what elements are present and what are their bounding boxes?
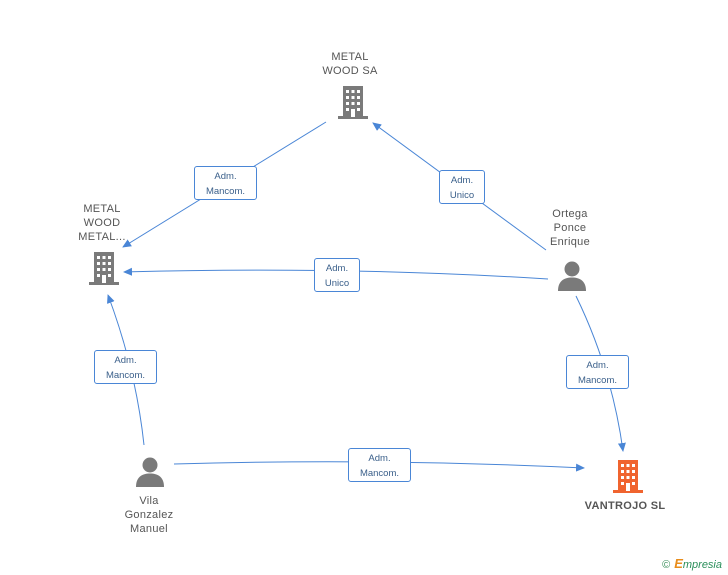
brand-logo: Empresia	[674, 556, 722, 571]
brand-logo-text: mpresia	[682, 559, 722, 571]
relation-badge[interactable]: Adm. Mancom.	[348, 448, 411, 482]
relation-badge[interactable]: Adm. Mancom.	[566, 355, 629, 389]
label-line: WOOD	[83, 217, 121, 229]
person-icon[interactable]	[556, 260, 588, 292]
node-label-metal-wood-sa[interactable]: METAL WOOD SA	[314, 50, 386, 78]
label-line: Enrique	[549, 236, 590, 248]
relation-role: Adm.	[325, 263, 349, 274]
building-icon[interactable]	[337, 84, 369, 120]
relation-badge[interactable]: Adm. Mancom.	[194, 166, 257, 200]
relation-badge[interactable]: Adm. Unico	[314, 258, 360, 292]
node-label-vantrojo[interactable]: VANTROJO SL	[572, 499, 678, 513]
label-line: VANTROJO SL	[584, 500, 666, 512]
relation-role: Adm.	[114, 355, 137, 366]
building-icon[interactable]	[88, 250, 120, 286]
person-icon[interactable]	[134, 456, 166, 488]
node-label-vila[interactable]: Vila Gonzalez Manuel	[112, 494, 186, 536]
label-line: METAL	[83, 203, 121, 215]
label-line: Ponce	[553, 222, 587, 234]
relation-type: Unico	[324, 278, 350, 289]
relation-type: Mancom.	[205, 186, 246, 197]
relation-role: Adm.	[368, 453, 391, 464]
copyright-symbol: ©	[662, 559, 671, 571]
label-line: WOOD SA	[322, 65, 378, 77]
building-icon[interactable]	[612, 458, 644, 494]
relation-type: Unico	[449, 190, 475, 201]
relation-badge[interactable]: Adm. Mancom.	[94, 350, 157, 384]
relation-role: Adm.	[586, 360, 609, 371]
relation-role: Adm.	[450, 175, 474, 186]
brand-watermark[interactable]: ©Empresia	[662, 556, 722, 571]
label-line: METAL	[331, 51, 369, 63]
label-line: Ortega	[552, 208, 588, 220]
relation-badge[interactable]: Adm. Unico	[439, 170, 485, 204]
label-line: Vila	[139, 495, 159, 507]
relation-type: Mancom.	[359, 468, 400, 479]
brand-logo-e: E	[674, 556, 683, 571]
relation-role: Adm.	[214, 171, 237, 182]
label-line: Gonzalez	[124, 509, 174, 521]
node-label-metal-wood-metal[interactable]: METAL WOOD METAL...	[66, 202, 138, 244]
label-line: Manuel	[130, 523, 168, 535]
label-line: METAL...	[78, 231, 126, 243]
relation-type: Mancom.	[577, 375, 618, 386]
node-label-ortega[interactable]: Ortega Ponce Enrique	[533, 207, 607, 249]
relation-type: Mancom.	[105, 370, 146, 381]
